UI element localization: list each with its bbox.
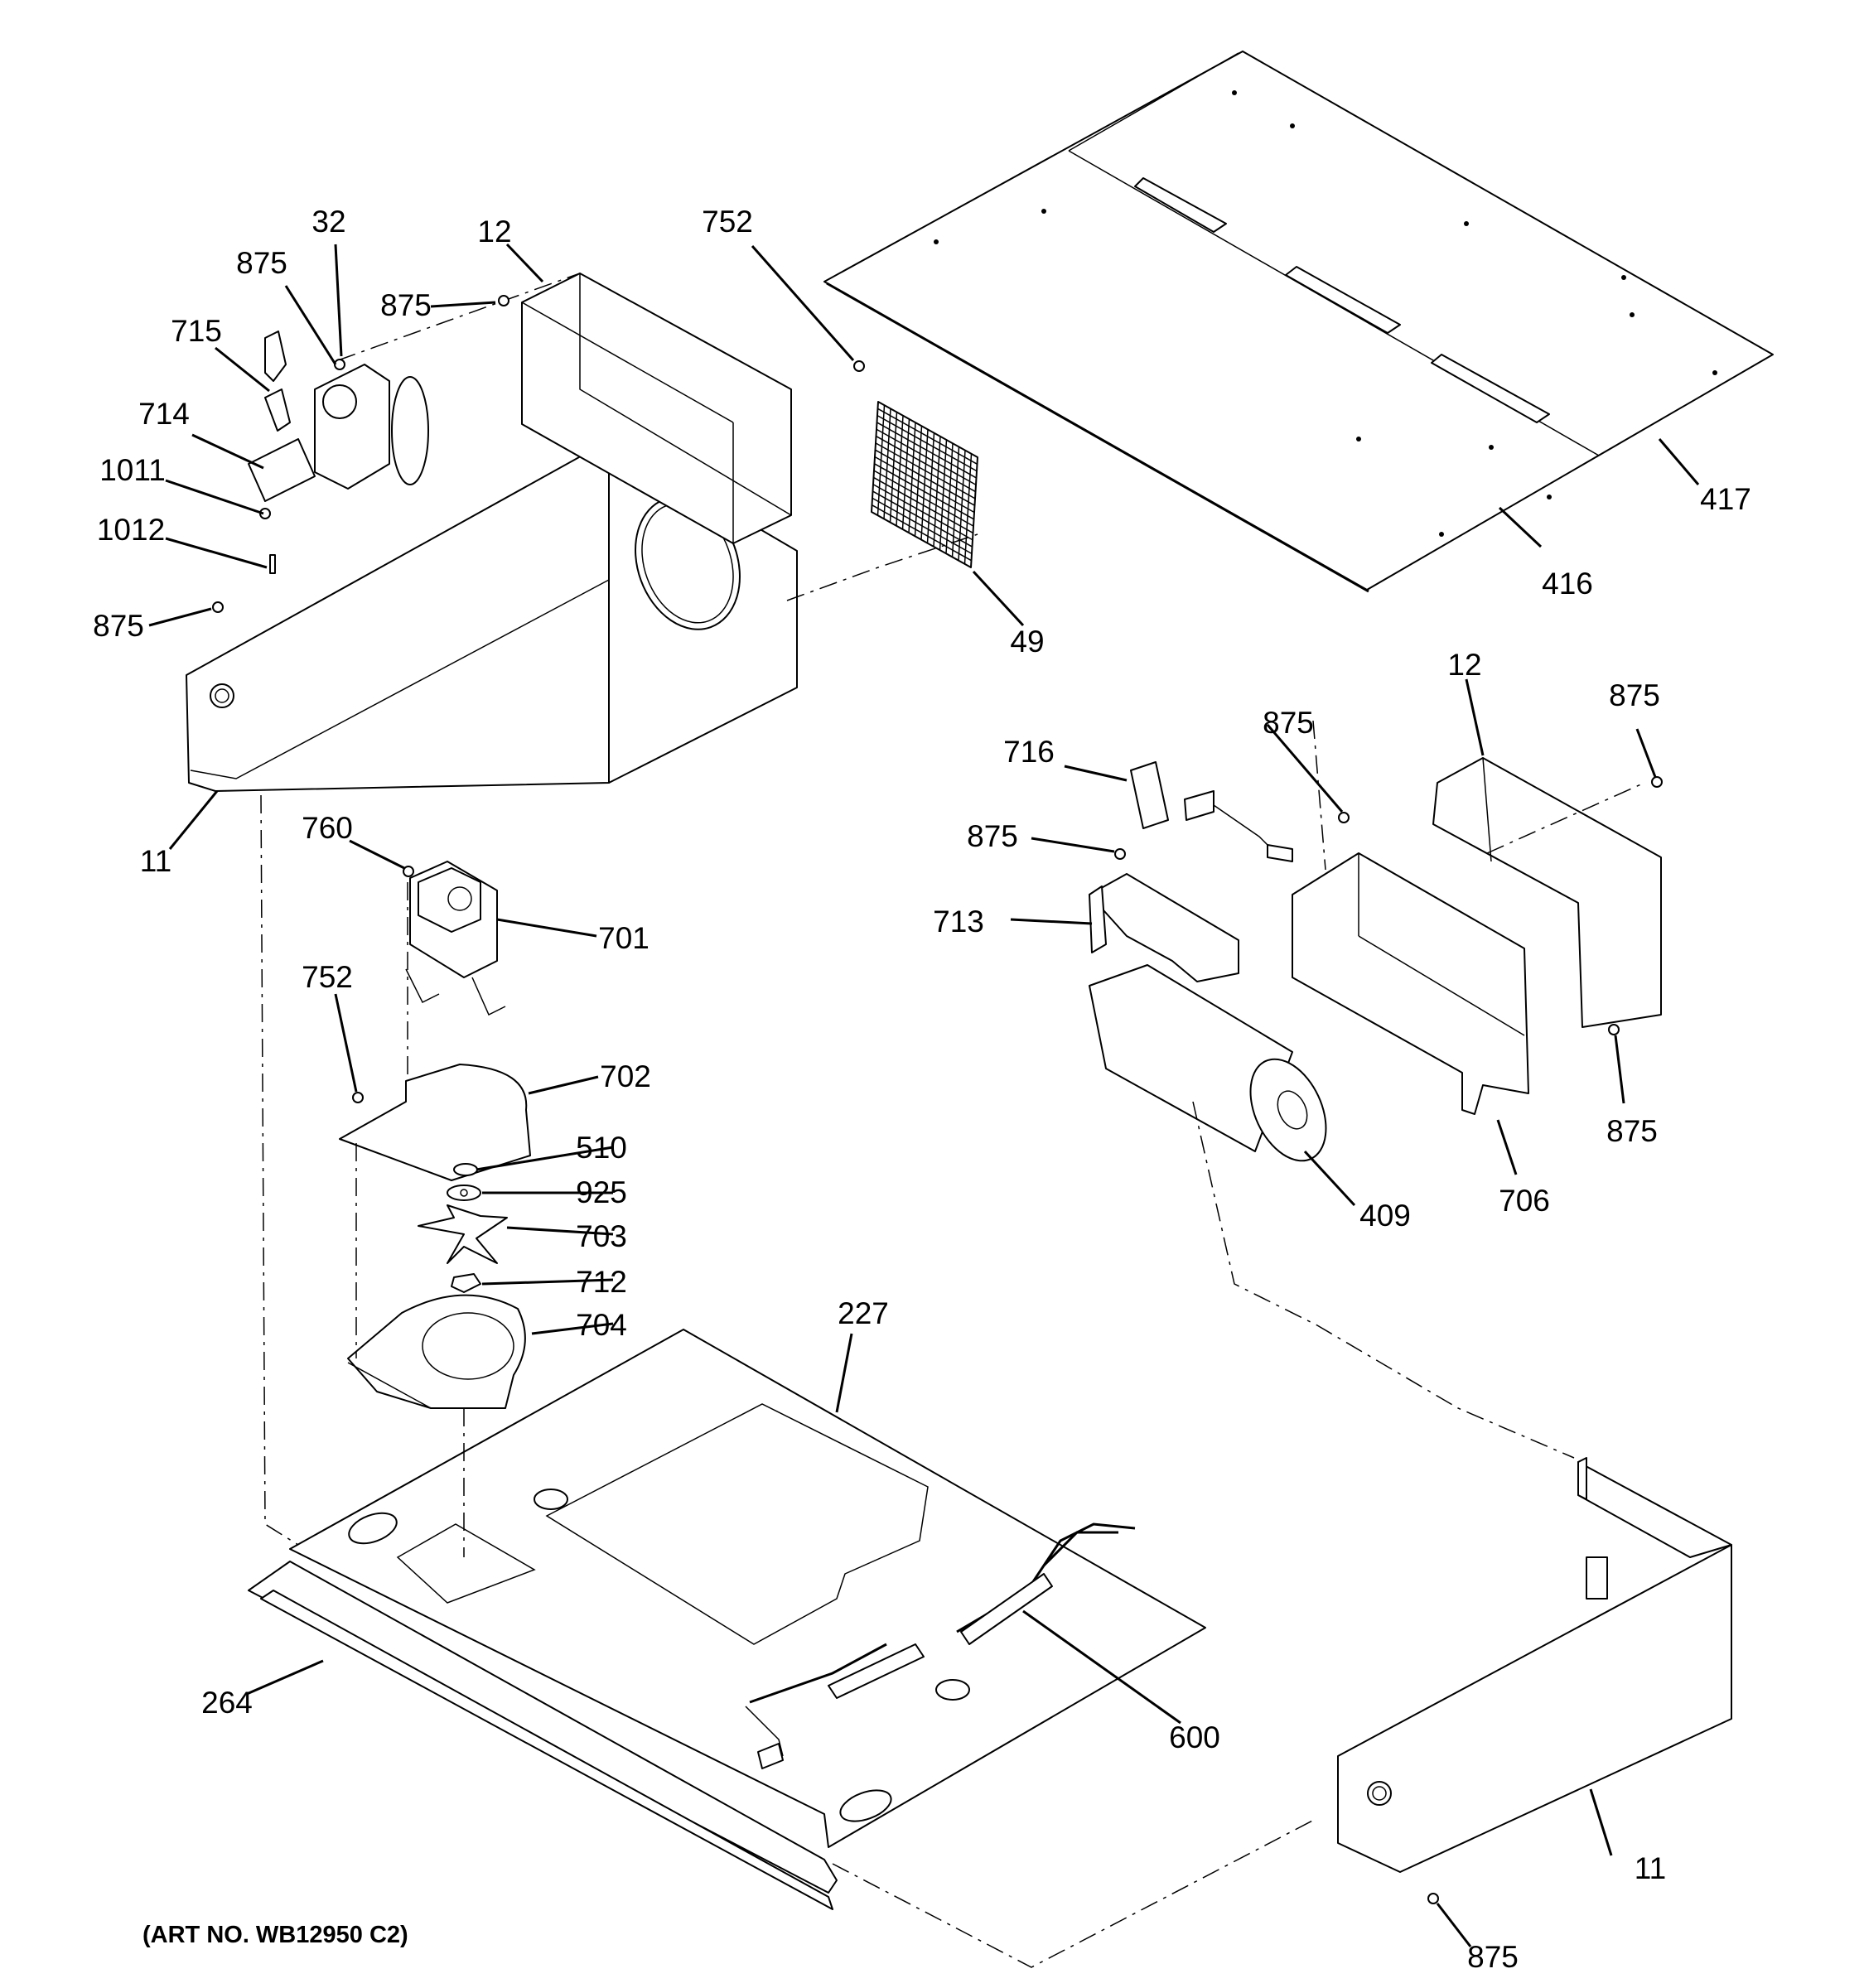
sensor-bracket-716-part: [1130, 761, 1293, 862]
callout-875-d: 875: [1609, 678, 1660, 712]
callout-1011: 1011: [99, 453, 166, 487]
leader-lines: [148, 243, 1700, 1947]
grille-mesh-line: [873, 476, 973, 534]
grille-mesh-line: [933, 436, 941, 547]
grille-mesh-line: [872, 504, 972, 562]
grille-mesh-line: [951, 446, 960, 557]
callout-703: 703: [576, 1219, 627, 1253]
grille-mesh-line: [872, 497, 973, 555]
callout-875-a: 875: [236, 246, 287, 280]
grille-mesh-line: [963, 453, 973, 564]
callout-714: 714: [138, 397, 190, 431]
callout-701: 701: [598, 921, 650, 955]
top-panel-holes: [934, 90, 1717, 537]
callout-716: 716: [1003, 735, 1055, 769]
callout-11-left: 11: [140, 844, 171, 878]
grille-mesh-line: [958, 450, 966, 561]
callout-32: 32: [311, 205, 345, 239]
top-panel-part: [823, 51, 1774, 593]
callout-264: 264: [201, 1686, 253, 1720]
callout-706: 706: [1499, 1184, 1550, 1218]
main-tray-part: [248, 1329, 1206, 1910]
grille-mesh-line: [874, 463, 974, 520]
callout-704: 704: [576, 1308, 627, 1342]
heater-bracket-713-part: [1089, 873, 1239, 982]
grille-mesh-line: [926, 432, 935, 543]
grille-mesh-line: [939, 440, 948, 551]
callout-12-right: 12: [1447, 648, 1481, 682]
grille-mesh-line: [873, 470, 974, 527]
fan-hardware-stack: [418, 1163, 508, 1293]
vent-grille-part: [871, 401, 978, 568]
callout-875-e: 875: [1263, 706, 1314, 740]
callout-409: 409: [1359, 1199, 1411, 1233]
grille-mesh-line: [872, 490, 973, 548]
callout-1012: 1012: [97, 513, 165, 547]
callout-713: 713: [933, 905, 984, 939]
art-number-caption: (ART NO. WB12950 C2): [142, 1922, 408, 1948]
convection-element-409-part: [1089, 964, 1327, 1162]
callout-752-top: 752: [702, 205, 753, 239]
callout-11-right: 11: [1635, 1851, 1666, 1885]
motor-mount-plate-part: [339, 1064, 531, 1181]
grille-mesh-line: [945, 443, 954, 554]
fan-housing-part: [347, 1294, 526, 1409]
callout-702: 702: [600, 1059, 651, 1093]
right-duct-cover-part: [1292, 852, 1529, 1115]
callout-752-mid: 752: [302, 960, 353, 994]
right-side-bracket-part: [1337, 1457, 1732, 1873]
convection-motor-part: [405, 861, 506, 1016]
grille-mesh-line: [874, 456, 975, 514]
callout-227: 227: [838, 1296, 889, 1330]
callout-875-c: 875: [93, 609, 144, 643]
callout-600: 600: [1169, 1720, 1220, 1754]
callout-49: 49: [1010, 625, 1044, 659]
callout-416: 416: [1542, 567, 1593, 601]
callout-12-top: 12: [477, 215, 511, 248]
callout-labels: 32 875 12 752 875 715 714 1011 1012 875 …: [93, 205, 1751, 1974]
callout-510: 510: [576, 1131, 627, 1165]
callout-925: 925: [576, 1175, 627, 1209]
callout-715: 715: [171, 314, 222, 348]
callout-417: 417: [1700, 482, 1751, 516]
right-top-cover-part: [1432, 757, 1662, 1028]
fan-motor-assembly-part: [248, 331, 429, 502]
assembly-guide-lines: [260, 273, 1645, 1968]
harness-part: [745, 1522, 1136, 1769]
callout-875-b: 875: [380, 288, 432, 322]
callout-875-f: 875: [967, 819, 1018, 853]
grille-mesh-line: [872, 484, 973, 541]
callout-875-g: 875: [1606, 1114, 1658, 1148]
callout-875-h: 875: [1467, 1940, 1519, 1974]
callout-760: 760: [302, 811, 353, 845]
callout-712: 712: [576, 1265, 627, 1299]
fasteners: [212, 295, 1663, 1904]
